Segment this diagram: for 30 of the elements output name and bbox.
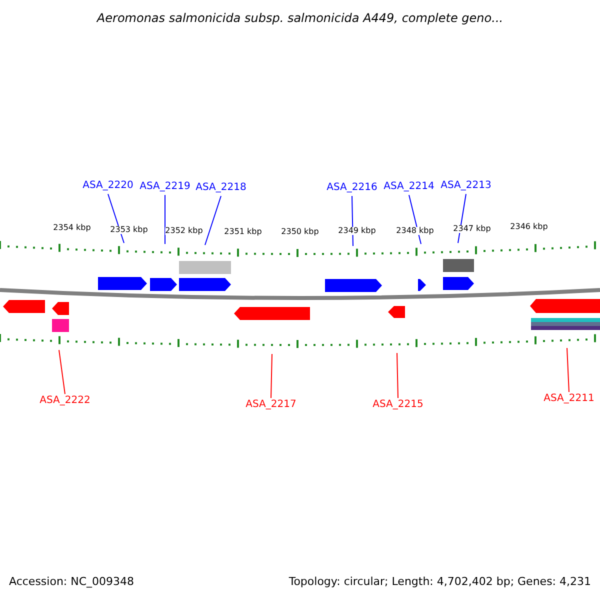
- gene-label: ASA_2211: [544, 394, 594, 404]
- leader-line: [566, 348, 570, 392]
- gene-label: ASA_2215: [372, 400, 424, 410]
- leader-line: [204, 196, 222, 246]
- accession-text: Accession: NC_009348: [9, 576, 134, 587]
- gene-label: ASA_2220: [82, 181, 134, 191]
- genome-info-text: Topology: circular; Length: 4,702,402 bp; Genes: 4,231: [288, 576, 591, 587]
- scale-label: 2349 kbp: [338, 227, 376, 235]
- gene-label: ASA_2216: [326, 183, 378, 193]
- scale-label: 2354 kbp: [53, 224, 91, 232]
- title: Aeromonas salmonicida subsp. salmonicida A449, complete geno...: [96, 12, 504, 24]
- scale-label: 2347 kbp: [453, 225, 491, 233]
- scale-label: 2352 kbp: [165, 227, 203, 235]
- leader-line: [270, 354, 272, 398]
- gene-label: ASA_2222: [40, 396, 90, 406]
- leader-line: [352, 196, 354, 246]
- leader-line: [58, 350, 66, 394]
- gene-label: ASA_2214: [384, 182, 434, 192]
- leader-line: [396, 352, 398, 398]
- gene-label: ASA_2219: [140, 182, 190, 192]
- leader-line: [164, 194, 166, 244]
- scale-label: 2351 kbp: [224, 228, 262, 236]
- scale-label: 2350 kbp: [281, 228, 319, 236]
- gene-label: ASA_2217: [246, 400, 296, 410]
- scale-label: 2346 kbp: [510, 223, 548, 231]
- scale-label: 2353 kbp: [110, 226, 148, 234]
- gene-label: ASA_2213: [440, 181, 492, 191]
- gene-label: ASA_2218: [196, 183, 246, 193]
- leader-line: [408, 194, 422, 244]
- scale-label: 2348 kbp: [396, 227, 434, 235]
